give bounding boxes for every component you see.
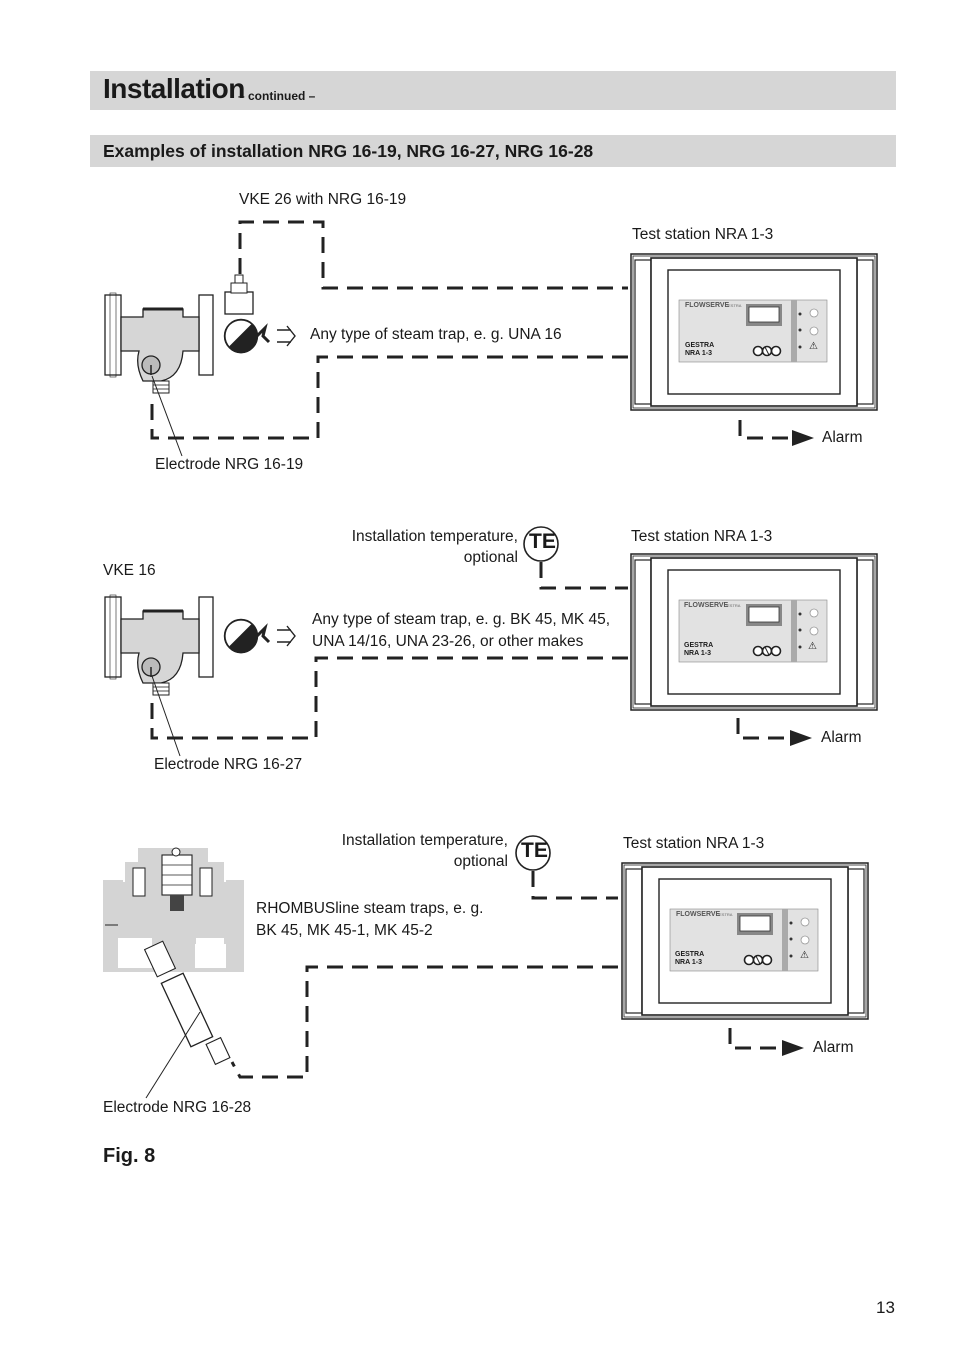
test-station-label-3: Test station NRA 1-3 — [623, 835, 765, 852]
panel-subbrand-1: GESTRA — [725, 303, 742, 308]
panel-brand-3: FLOWSERVE — [676, 911, 721, 918]
te-symbol-2: TE — [521, 839, 548, 862]
test-station-label-1: Test station NRA 1-3 — [632, 226, 774, 243]
panel-model-2a: GESTRA — [684, 642, 714, 649]
test-station-label-2: Test station NRA 1-3 — [631, 528, 773, 545]
nrg-16-28-electrode-drawing — [143, 940, 231, 1066]
steam-trap-label-2a: Any type of steam trap, e. g. BK 45, MK … — [312, 611, 611, 628]
figure-caption: Fig. 8 — [103, 1145, 156, 1167]
title-bar — [90, 71, 896, 110]
warning-icon-1: ⚠ — [809, 341, 818, 352]
page-title: Installation — [103, 73, 245, 104]
install-temp-optional-1: optional — [463, 549, 518, 566]
panel-model-3b: NRA 1-3 — [675, 959, 702, 966]
section-bar — [90, 135, 896, 167]
install-temp-label-1: Installation temperature, — [351, 528, 518, 545]
electrode-label-2: Electrode NRG 16-27 — [154, 756, 303, 773]
test-station-3-drawing — [621, 862, 869, 1020]
electrode-label-1: Electrode NRG 16-19 — [155, 456, 304, 473]
panel-subbrand-3: GESTRA — [716, 912, 733, 917]
vke16-label: VKE 16 — [103, 562, 156, 579]
alarm-label-3: Alarm — [813, 1039, 854, 1056]
vke-26-valve-drawing — [103, 291, 215, 395]
rhombusline-trap-drawing — [103, 847, 244, 972]
install-temp-label-2: Installation temperature, — [341, 832, 508, 849]
panel-model-1b: NRA 1-3 — [685, 350, 712, 357]
install-temp-optional-2: optional — [453, 853, 508, 870]
alarm-label-2: Alarm — [821, 729, 862, 746]
panel-subbrand-2: GESTRA — [724, 603, 741, 608]
rhombus-trap-label-a: RHOMBUSline steam traps, e. g. — [256, 900, 484, 917]
warning-icon-2: ⚠ — [808, 641, 817, 652]
panel-brand-1: FLOWSERVE — [685, 302, 730, 309]
alarm-label-1: Alarm — [822, 429, 863, 446]
test-station-2-drawing — [630, 553, 878, 711]
warning-icon-3: ⚠ — [800, 950, 809, 961]
te-symbol-1: TE — [529, 530, 556, 553]
steam-trap-label-1: Any type of steam trap, e. g. UNA 16 — [310, 326, 562, 343]
panel-model-2b: NRA 1-3 — [684, 650, 711, 657]
rhombus-trap-label-b: BK 45, MK 45-1, MK 45-2 — [256, 922, 433, 939]
page-title-suffix: – continued – — [238, 89, 316, 103]
vke26-label: VKE 26 with NRG 16-19 — [239, 191, 407, 208]
steam-trap-label-2b: UNA 14/16, UNA 23-26, or other makes — [312, 633, 584, 650]
page-number: 13 — [876, 1298, 895, 1317]
panel-model-3a: GESTRA — [675, 951, 705, 958]
panel-model-1a: GESTRA — [685, 342, 715, 349]
test-station-1-drawing — [630, 253, 878, 411]
vke-16-valve-drawing — [103, 593, 215, 697]
electrode-label-3: Electrode NRG 16-28 — [103, 1099, 252, 1116]
section-title: Examples of installation NRG 16-19, NRG … — [103, 141, 594, 161]
panel-brand-2: FLOWSERVE — [684, 602, 729, 609]
